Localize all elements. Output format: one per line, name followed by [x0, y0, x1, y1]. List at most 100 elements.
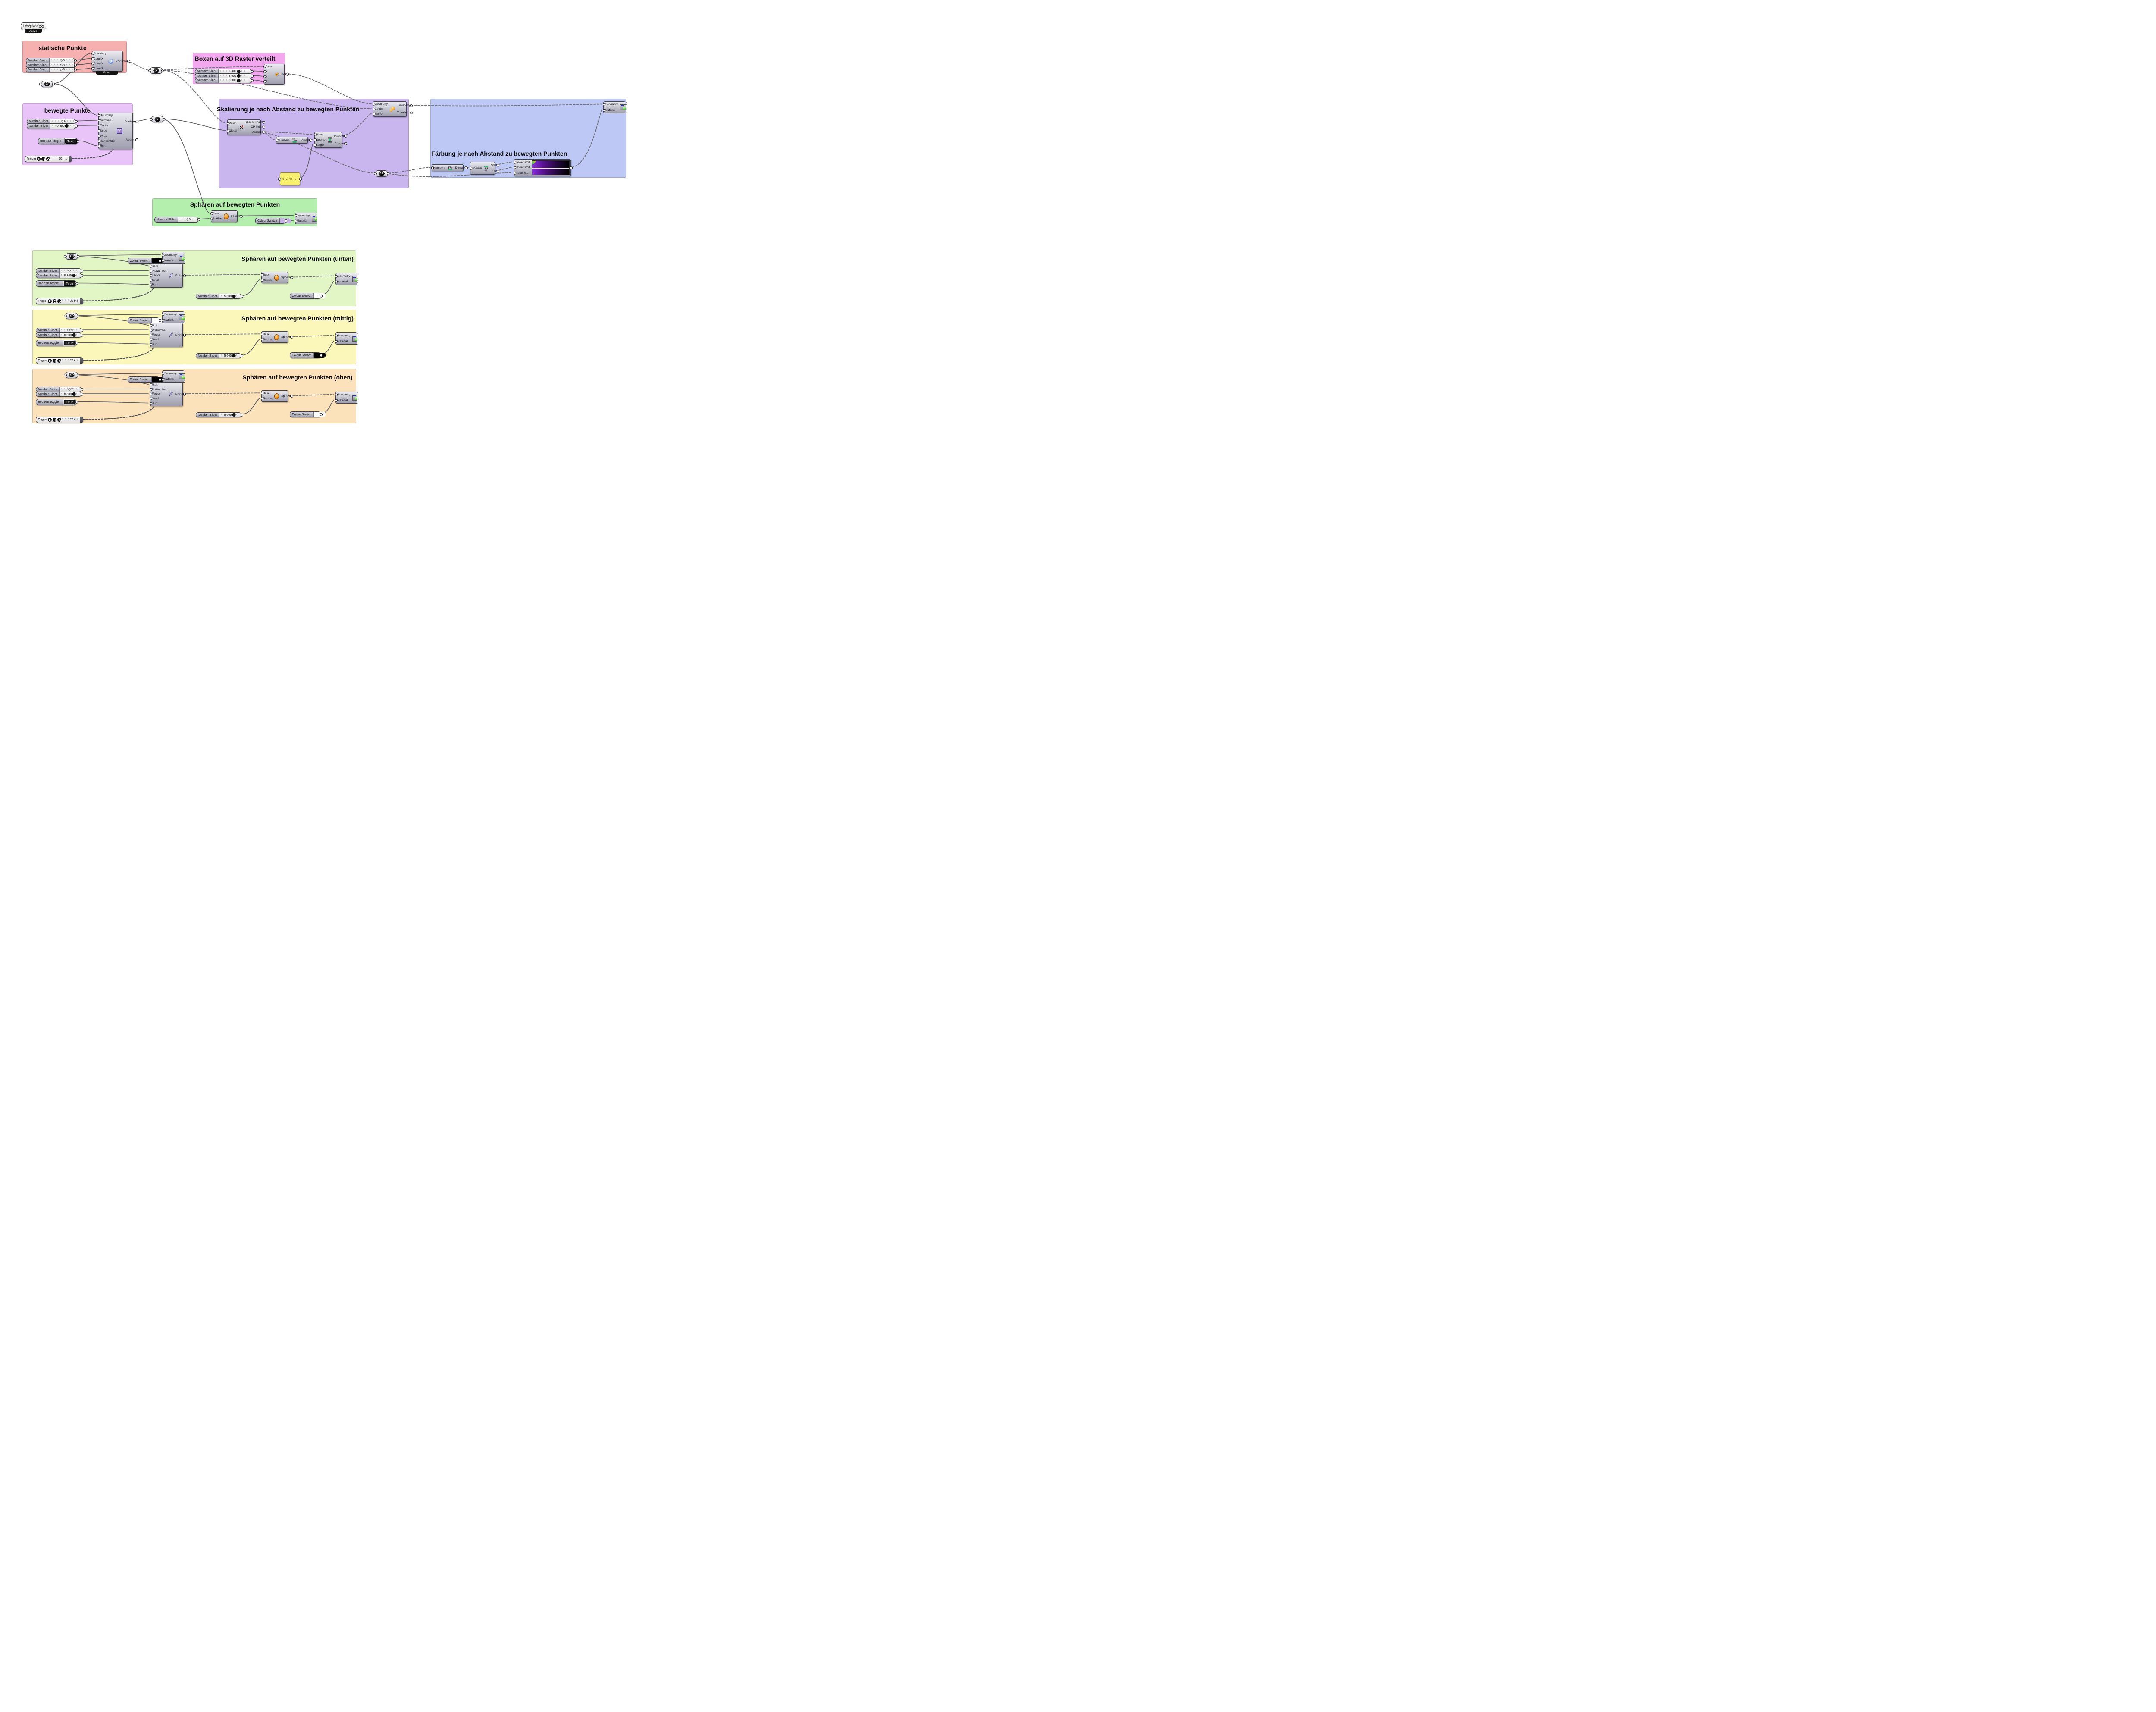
number-slider[interactable]: Number Slider 3.000⬤	[195, 69, 252, 74]
trigger[interactable]: Trigger 10 ms	[25, 156, 72, 162]
custom-preview-component[interactable]: Geometry Material	[335, 273, 358, 285]
pause-icon[interactable]	[47, 418, 52, 422]
colour-swatch[interactable]: Colour Swatch	[255, 218, 291, 224]
slider-grip[interactable]: ⬤	[65, 124, 69, 128]
slider-grip[interactable]: ◇	[60, 63, 63, 67]
number-param[interactable]: 0.1	[376, 170, 388, 177]
colour-swatch[interactable]: Colour Swatch	[128, 317, 163, 323]
trigger[interactable]: Trigger 20 ms	[36, 357, 83, 364]
record-icon[interactable]	[57, 299, 61, 303]
slider-grip[interactable]: ⬤	[237, 69, 241, 73]
record-icon[interactable]	[57, 359, 61, 363]
populate-points-component[interactable]: Rails PtsNumber Factor Seed Run Points	[150, 382, 184, 406]
number-slider[interactable]: Number Slider ◇4	[27, 119, 76, 124]
swatch-color[interactable]	[313, 293, 326, 298]
colour-swatch[interactable]: Colour Swatch	[290, 352, 326, 358]
number-slider[interactable]: Number Slider 0.800⬤	[36, 273, 81, 279]
slider-grip[interactable]: ⬤	[232, 413, 236, 417]
geometry-param[interactable]	[66, 372, 78, 378]
sphere-component[interactable]: Base Radius Sphere	[261, 272, 291, 283]
trigger-handle[interactable]	[80, 417, 83, 423]
number-slider[interactable]: Number Slider 0.500⬤	[27, 123, 76, 129]
toggle-state[interactable]: True	[65, 139, 77, 144]
number-slider[interactable]: Number Slider ◇3	[154, 217, 198, 223]
boolean-toggle[interactable]: Boolean Toggle True	[36, 399, 76, 405]
pause-icon[interactable]	[47, 299, 52, 303]
slider-grip[interactable]: ◇	[60, 67, 63, 72]
custom-preview-component[interactable]: Geometry Material	[295, 213, 317, 224]
swatch-color[interactable]	[151, 318, 163, 323]
boolean-toggle[interactable]: Boolean Toggle True	[38, 138, 78, 144]
slider-grip[interactable]: ◇	[60, 58, 63, 63]
slider-grip[interactable]: ⬤	[232, 294, 236, 298]
slider-grip[interactable]: ⬤	[72, 333, 76, 337]
trigger-handle[interactable]	[69, 156, 72, 162]
number-slider[interactable]: Number Slider 5.000⬤	[196, 412, 241, 418]
custom-preview-component[interactable]: Geometry Material	[603, 101, 627, 113]
swatch-color[interactable]	[313, 353, 326, 358]
boolean-toggle[interactable]: Boolean Toggle True	[36, 280, 76, 287]
toggle-state[interactable]: True	[64, 341, 75, 345]
domain-panel[interactable]: 0.2 to 1	[280, 172, 300, 185]
number-slider[interactable]: Number Slider 5.000⬤	[196, 353, 241, 359]
slider-grip[interactable]: ◇	[185, 217, 188, 222]
timer-icon[interactable]	[52, 299, 56, 303]
box-component[interactable]: Base X Y Z Box	[264, 64, 286, 85]
slider-grip[interactable]: ⬤	[72, 273, 76, 278]
sphere-component[interactable]: Base Radius Sphere	[261, 390, 291, 402]
trigger[interactable]: Trigger 20 ms	[36, 298, 83, 304]
number-slider[interactable]: Number Slider 5.000⬤	[196, 293, 241, 299]
slider-grip[interactable]: ⬤	[72, 392, 76, 396]
slider-grip[interactable]: ◇	[60, 119, 63, 123]
number-slider[interactable]: Number Slider 13◇	[36, 327, 81, 333]
slider-grip[interactable]: ◇	[68, 387, 71, 392]
custom-preview-component[interactable]: Geometry Material	[162, 370, 185, 383]
deconstruct-domain-component[interactable]: Domain 0 1 Start End	[470, 162, 497, 175]
pointgrid-component[interactable]: Boundary CountX CountY CountZ PointGrid	[92, 51, 128, 72]
point-param[interactable]: ×	[151, 116, 163, 122]
trigger-handle[interactable]	[80, 298, 83, 304]
colour-swatch[interactable]: Colour Swatch	[290, 293, 326, 299]
pause-icon[interactable]	[47, 359, 52, 363]
colour-swatch[interactable]: Colour Swatch	[290, 411, 326, 417]
timer-icon[interactable]	[52, 418, 56, 422]
number-slider[interactable]: Number Slider ◇7	[36, 268, 81, 274]
record-icon[interactable]	[46, 157, 50, 161]
geometry-param[interactable]	[66, 313, 78, 319]
colour-swatch[interactable]: Colour Swatch	[128, 376, 163, 383]
closest-point-component[interactable]: Point Cloud Closest Point CP Index Dista…	[227, 119, 263, 135]
populate-points-component[interactable]: Rails PtsNumber Factor Seed Run Points	[150, 263, 184, 288]
custom-preview-component[interactable]: Geometry Material	[335, 392, 358, 404]
toggle-state[interactable]: True	[64, 281, 75, 286]
random-vectors-component[interactable]: Boundary NumberB Factor Seed Wrap Random…	[98, 113, 136, 149]
custom-preview-component[interactable]: Geometry Material	[335, 332, 358, 345]
scale-component[interactable]: Geometry Center Factor Geometry Transfor…	[373, 101, 411, 117]
timer-icon[interactable]	[52, 359, 56, 363]
colour-swatch[interactable]: Colour Swatch	[128, 258, 163, 264]
swatch-color[interactable]	[313, 412, 326, 417]
swatch-color[interactable]	[279, 218, 291, 223]
custom-preview-component[interactable]: Geometry Material	[162, 252, 185, 264]
number-slider[interactable]: Number Slider ◇8	[26, 67, 75, 72]
trigger[interactable]: Trigger 20 ms	[36, 417, 83, 423]
sphere-component[interactable]: Base Radius Sphere	[261, 331, 291, 343]
gradient-display[interactable]	[532, 160, 570, 175]
slider-grip[interactable]: ◇	[68, 269, 71, 273]
geometry-param[interactable]	[41, 81, 53, 87]
trigger-handle[interactable]	[80, 358, 83, 364]
record-icon[interactable]	[57, 418, 61, 422]
point-param[interactable]: ×	[150, 67, 162, 74]
custom-preview-component[interactable]: Geometry Material	[162, 311, 185, 323]
toggle-state[interactable]: True	[64, 400, 75, 404]
number-slider[interactable]: Number Slider 0.800⬤	[36, 391, 81, 397]
slider-grip[interactable]: ⬤	[237, 78, 241, 82]
number-slider[interactable]: Number Slider 3.000⬤	[195, 78, 252, 83]
swatch-color[interactable]	[151, 377, 163, 382]
slider-grip[interactable]: ⬤	[232, 354, 236, 358]
geometry-param[interactable]	[66, 253, 78, 260]
sphere-component[interactable]: Base Radius Sphere	[211, 210, 240, 222]
populate-points-component[interactable]: Rails PtsNumber Factor Seed Run Points	[150, 323, 184, 347]
boolean-toggle[interactable]: Boolean Toggle True	[36, 340, 76, 346]
